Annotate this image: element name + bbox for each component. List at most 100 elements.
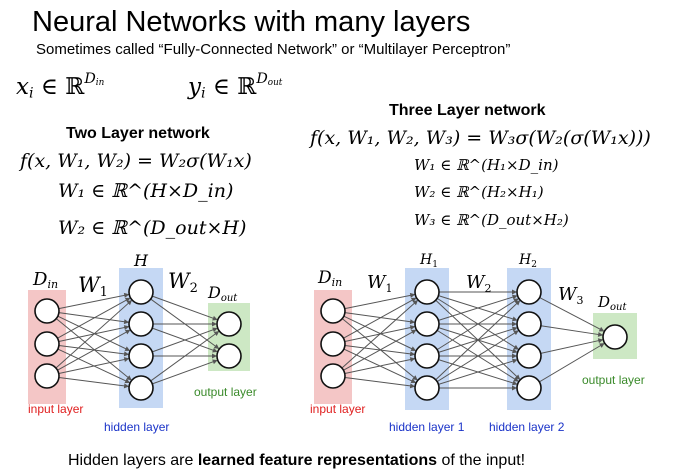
left-connection bbox=[152, 327, 217, 353]
right-arrowhead bbox=[513, 330, 519, 336]
right-output-layer-label: output layer bbox=[582, 373, 645, 387]
left-input-layer-label: input layer bbox=[28, 402, 83, 416]
left-arrowhead bbox=[212, 359, 218, 365]
left-connection bbox=[152, 359, 217, 385]
right-connection bbox=[540, 339, 603, 354]
left-neuron bbox=[34, 331, 60, 357]
right-arrowhead bbox=[409, 325, 416, 330]
right-arrowhead bbox=[512, 316, 518, 322]
three-layer-diagram: Din W1 H1 W2 H2 W3 Dout input layer hidd… bbox=[310, 252, 645, 434]
right-input-layer-label: input layer bbox=[310, 402, 365, 416]
left-output-layer-label: output layer bbox=[194, 385, 257, 399]
footer-text: Hidden layers are learned feature repres… bbox=[68, 452, 526, 469]
right-connection bbox=[436, 298, 519, 351]
left-neurons bbox=[34, 279, 242, 401]
right-arrowhead bbox=[512, 358, 518, 364]
right-arrowhead bbox=[410, 346, 417, 351]
two-layer-w1-dim: W₁ ∈ ℝ^(H×D_in) bbox=[58, 180, 234, 202]
left-arrowhead bbox=[126, 299, 133, 306]
three-layer-w3-dim: W₃ ∈ ℝ^(D_out×H₂) bbox=[414, 211, 569, 229]
right-hidden-layer-2-label: hidden layer 2 bbox=[489, 420, 565, 434]
left-arrowhead bbox=[124, 346, 131, 351]
three-layer-w2-dim: W₂ ∈ ℝ^(H₂×H₁) bbox=[414, 183, 544, 201]
left-h-label: H bbox=[133, 251, 149, 270]
right-arrowhead bbox=[412, 375, 418, 381]
right-arrowhead bbox=[410, 378, 417, 384]
right-connection bbox=[344, 294, 415, 310]
right-arrowhead bbox=[409, 357, 416, 362]
left-arrowhead bbox=[212, 347, 218, 353]
right-connection bbox=[343, 297, 416, 339]
right-arrowhead bbox=[409, 292, 416, 298]
right-h1-label: H1 bbox=[419, 252, 438, 270]
three-layer-equation: f(x, W₁, W₂, W₃) = W₃σ(W₂(σ(W₁x))) bbox=[310, 127, 651, 149]
right-arrowhead bbox=[512, 294, 518, 300]
left-arrowhead bbox=[124, 329, 131, 335]
right-dout-label: Dout bbox=[597, 293, 627, 313]
right-hidden-layer-1-label: hidden layer 1 bbox=[389, 420, 465, 434]
right-neuron bbox=[414, 311, 440, 337]
left-connection bbox=[58, 358, 129, 374]
right-connection bbox=[343, 329, 416, 371]
right-neuron bbox=[516, 375, 542, 401]
slide-title: Neural Networks with many layers bbox=[32, 6, 471, 38]
left-neuron bbox=[128, 375, 154, 401]
right-w1-label: W1 bbox=[367, 272, 393, 295]
right-connection bbox=[435, 300, 520, 381]
right-neuron bbox=[516, 279, 542, 305]
right-connection bbox=[438, 295, 517, 321]
right-neuron bbox=[414, 279, 440, 305]
right-neuron bbox=[320, 331, 346, 357]
right-neuron bbox=[516, 343, 542, 369]
right-w2-label: W2 bbox=[466, 272, 492, 295]
left-din-label: Din bbox=[32, 269, 58, 291]
right-connection bbox=[539, 297, 604, 332]
right-arrowhead bbox=[513, 376, 519, 382]
right-arrowhead bbox=[514, 300, 521, 306]
right-connection bbox=[540, 325, 603, 336]
output-definition: yi ∈ ℝDout bbox=[188, 71, 283, 102]
right-h2-label: H2 bbox=[518, 252, 537, 270]
left-connection bbox=[55, 318, 132, 381]
left-neuron bbox=[128, 343, 154, 369]
right-arrowhead bbox=[409, 383, 416, 389]
three-layer-heading: Three Layer network bbox=[389, 102, 546, 119]
left-neuron bbox=[34, 298, 60, 324]
left-neuron bbox=[216, 343, 242, 369]
right-arrowhead bbox=[410, 297, 417, 303]
left-neuron bbox=[216, 311, 242, 337]
left-arrowhead bbox=[213, 343, 220, 349]
right-arrowhead bbox=[512, 326, 518, 332]
right-neuron bbox=[414, 343, 440, 369]
right-connections bbox=[341, 289, 605, 391]
left-arrowhead bbox=[212, 321, 217, 327]
right-arrowhead bbox=[597, 331, 604, 337]
left-connection bbox=[55, 300, 132, 369]
right-arrowhead bbox=[410, 329, 417, 335]
left-connection bbox=[57, 329, 130, 371]
right-arrowhead bbox=[512, 385, 517, 391]
right-arrowhead bbox=[409, 351, 416, 357]
left-arrowhead bbox=[124, 297, 131, 303]
left-hidden-layer-label: hidden layer bbox=[104, 420, 169, 434]
right-neuron bbox=[516, 311, 542, 337]
right-arrowhead bbox=[513, 298, 519, 304]
right-connection bbox=[438, 359, 517, 385]
right-arrowhead bbox=[512, 321, 517, 327]
right-neuron bbox=[320, 363, 346, 389]
left-arrowhead bbox=[123, 351, 130, 357]
right-arrowhead bbox=[512, 348, 518, 354]
right-connection bbox=[341, 300, 418, 369]
right-connection bbox=[341, 318, 418, 381]
two-layer-w2-dim: W₂ ∈ ℝ^(D_out×H) bbox=[58, 217, 247, 239]
two-layer-equation: f(x, W₁, W₂) = W₂σ(W₁x) bbox=[20, 150, 252, 172]
right-neuron bbox=[602, 324, 628, 350]
left-neuron bbox=[34, 363, 60, 389]
left-dout-label: Dout bbox=[207, 283, 238, 304]
left-arrowhead bbox=[126, 375, 132, 381]
left-neuron bbox=[128, 279, 154, 305]
right-arrowhead bbox=[512, 380, 518, 386]
left-arrowhead bbox=[123, 357, 130, 362]
left-arrowhead bbox=[212, 315, 218, 321]
